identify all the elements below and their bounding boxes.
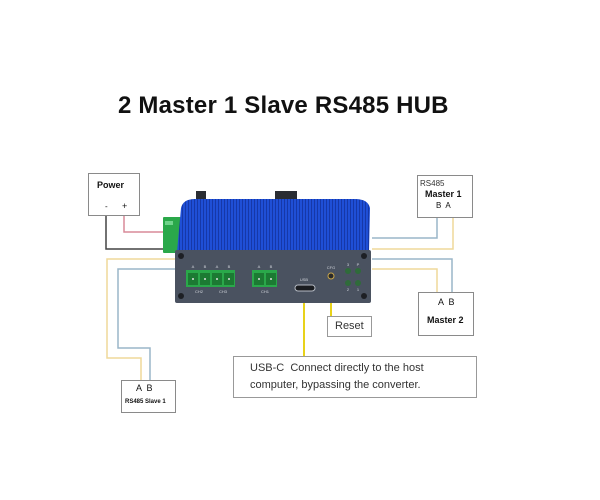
screw-icon xyxy=(361,253,367,259)
led-label: 3 xyxy=(347,262,350,267)
led-label: 2 xyxy=(347,287,350,292)
power-terminal-block xyxy=(163,217,181,253)
power-label: Power xyxy=(97,180,125,190)
usb-c-port xyxy=(294,284,316,292)
power-box: Power - + xyxy=(88,173,140,216)
pin-label: A xyxy=(258,264,261,269)
pin-label: A xyxy=(192,264,195,269)
pin-label: B xyxy=(228,264,231,269)
slave1-pins: A B xyxy=(136,383,153,393)
led-icon xyxy=(355,280,361,286)
housing-heatsink xyxy=(177,199,370,252)
led-icon xyxy=(345,268,351,274)
usb-note-box: USB-C Connect directly to the host compu… xyxy=(233,356,477,398)
power-plus-wire xyxy=(123,213,170,233)
pin-label: A xyxy=(216,264,219,269)
pin-label: B xyxy=(270,264,273,269)
master1-box: RS485 Master 1 B A xyxy=(417,175,473,218)
master2-box: A B Master 2 xyxy=(418,292,474,336)
master1-proto-label: RS485 xyxy=(420,179,445,188)
screw-icon xyxy=(178,253,184,259)
rail-clip-left xyxy=(196,191,206,202)
power-minus-wire xyxy=(105,213,170,250)
power-plus-label: + xyxy=(122,201,128,211)
ch-label: CH1 xyxy=(261,289,270,294)
usb-port-label: USB xyxy=(300,277,309,282)
rs485-hub-device: A B A B A B CH2 CH3 CH1 USB CFG 3 P 2 1 xyxy=(163,191,371,303)
master2-label: Master 2 xyxy=(427,315,464,325)
screw-icon xyxy=(178,293,184,299)
master2-pins: A B xyxy=(438,297,455,307)
led-label: P xyxy=(357,262,360,267)
usb-note-line2: computer, bypassing the converter. xyxy=(250,379,421,391)
reset-label: Reset xyxy=(335,320,364,332)
master2-b-wire xyxy=(372,258,453,293)
ch-label: CH3 xyxy=(219,289,228,294)
master2-a-wire xyxy=(372,268,438,293)
led-icon xyxy=(345,280,351,286)
master1-pins: B A xyxy=(436,201,451,210)
ch-label: CH2 xyxy=(195,289,204,294)
master1-b-wire xyxy=(372,218,438,239)
pin-label: B xyxy=(204,264,207,269)
reset-box: Reset xyxy=(327,316,372,337)
page-title: 2 Master 1 Slave RS485 HUB xyxy=(118,92,449,119)
led-label: 1 xyxy=(357,287,360,292)
slave1-label: RS485 Slave 1 xyxy=(125,399,166,405)
rail-clip-right xyxy=(275,191,297,202)
led-icon xyxy=(355,268,361,274)
slave-b-wire xyxy=(117,268,178,382)
master1-a-wire xyxy=(372,218,454,250)
slave-a-wire xyxy=(106,258,178,382)
power-minus-label: - xyxy=(105,202,108,211)
cfg-label: CFG xyxy=(327,265,335,270)
usb-note-line1: USB-C Connect directly to the host xyxy=(250,362,424,374)
screw-icon xyxy=(361,293,367,299)
terminal-block-ch2-ch3 xyxy=(186,270,235,287)
reset-button-hole xyxy=(327,272,335,280)
master1-label: Master 1 xyxy=(425,189,462,199)
slave1-box: A B RS485 Slave 1 xyxy=(121,380,176,413)
